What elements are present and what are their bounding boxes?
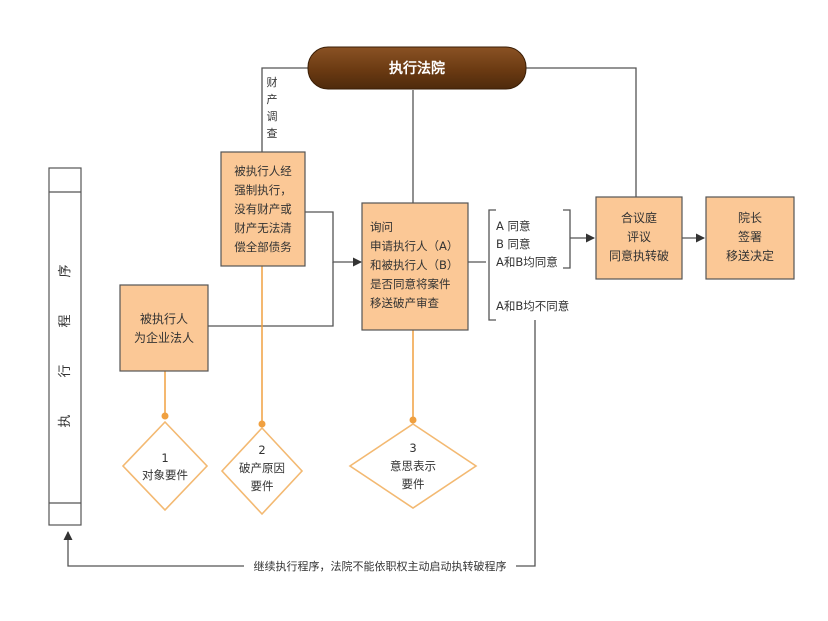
- box-inquiry: 询问 申请执行人（A） 和被执行人（B） 是否同意将案件 移送破产审查: [361, 202, 469, 331]
- option-ab-disagree: A和B均不同意: [496, 299, 569, 313]
- svg-text:要件: 要件: [402, 477, 425, 491]
- svg-text:和被执行人（B）: 和被执行人（B）: [370, 258, 458, 272]
- element-diamond-1: 1 对象要件: [121, 420, 209, 512]
- svg-text:签署: 签署: [738, 229, 762, 244]
- bottom-note-text: 继续执行程序，法院不能依职权主动启动执转破程序: [254, 559, 507, 573]
- left-bar-char: 序: [58, 264, 73, 277]
- svg-text:破产原因: 破产原因: [239, 461, 285, 475]
- left-bar-char: 执: [58, 414, 73, 427]
- option-a-agree: A 同意: [496, 219, 531, 233]
- box-court-president: 院长 签署 移送决定: [705, 196, 795, 280]
- svg-text:对象要件: 对象要件: [142, 468, 188, 482]
- svg-text:被执行人经: 被执行人经: [234, 164, 292, 178]
- element-connectors: [161, 266, 417, 428]
- svg-text:没有财产或: 没有财产或: [234, 202, 292, 216]
- box-collegial-panel: 合议庭 评议 同意执转破: [595, 196, 683, 280]
- element-diamond-2: 2 破产原因 要件: [220, 426, 304, 516]
- svg-text:询问: 询问: [370, 220, 393, 234]
- svg-text:强制执行，: 强制执行，: [234, 183, 292, 197]
- svg-text:要件: 要件: [251, 479, 274, 493]
- svg-text:院长: 院长: [738, 211, 762, 225]
- svg-text:意思表示: 意思表示: [390, 459, 436, 473]
- option-ab-agree: A和B均同意: [496, 255, 558, 269]
- svg-text:是否同意将案件: 是否同意将案件: [370, 277, 451, 291]
- svg-text:财产无法清: 财产无法清: [234, 221, 292, 235]
- svg-text:为企业法人: 为企业法人: [134, 330, 194, 345]
- svg-text:移送破产审查: 移送破产审查: [370, 296, 439, 310]
- option-b-agree: B 同意: [496, 237, 531, 251]
- left-bar-char: 程: [58, 314, 73, 327]
- survey-char: 查: [267, 126, 278, 140]
- svg-text:合议庭: 合议庭: [621, 210, 657, 225]
- consent-options: A 同意 B 同意 A和B均同意 A和B均不同意: [496, 219, 569, 313]
- svg-text:评议: 评议: [627, 230, 651, 244]
- court-header: 执行法院: [307, 46, 527, 90]
- svg-text:2: 2: [258, 443, 265, 457]
- court-label: 执行法院: [389, 60, 445, 77]
- svg-text:1: 1: [161, 451, 168, 465]
- box-enterprise-legal-person: 被执行人 为企业法人: [119, 284, 209, 372]
- box-no-property: 被执行人经 强制执行， 没有财产或 财产无法清 偿全部债务: [220, 151, 306, 267]
- property-survey-label: 财 产 调 查: [267, 75, 278, 140]
- svg-text:偿全部债务: 偿全部债务: [234, 240, 292, 254]
- bottom-note: 继续执行程序，法院不能依职权主动启动执转破程序: [244, 556, 516, 576]
- svg-text:同意执转破: 同意执转破: [609, 248, 669, 263]
- svg-text:3: 3: [409, 441, 416, 455]
- svg-text:被执行人: 被执行人: [140, 312, 188, 326]
- survey-char: 财: [267, 75, 278, 89]
- element-diamond-3: 3 意思表示 要件: [348, 423, 478, 509]
- survey-char: 调: [267, 110, 278, 123]
- svg-text:移送决定: 移送决定: [726, 248, 774, 263]
- svg-text:申请执行人（A）: 申请执行人（A）: [370, 239, 458, 253]
- left-bar-execution-procedure: 执 行 程 序: [48, 167, 82, 526]
- left-bar-char: 行: [58, 364, 73, 377]
- survey-char: 产: [267, 92, 278, 106]
